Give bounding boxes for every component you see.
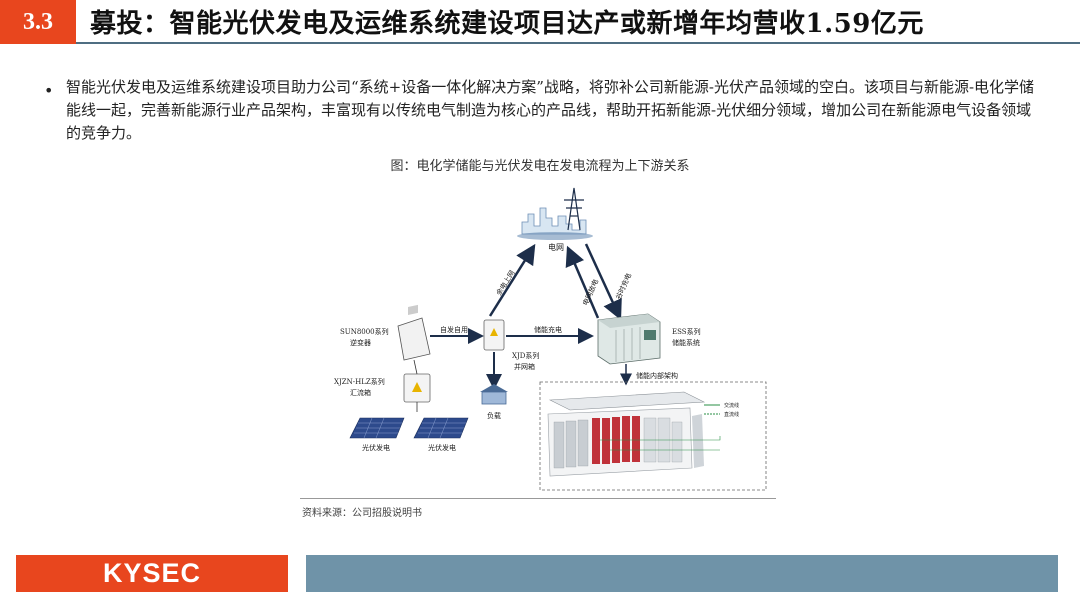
header-divider: [76, 42, 1080, 44]
grid-label: 电网: [548, 242, 564, 252]
source-divider: [300, 498, 776, 499]
solar-panel-icon-right: [413, 417, 469, 439]
source-note: 资料来源：公司招股说明书: [302, 508, 422, 519]
internal-architecture-frame: [539, 381, 767, 491]
bullet-marker: •: [44, 81, 54, 100]
page-title: 募投：智能光伏发电及运维系统建设项目达产或新增年均营收1.59亿元: [90, 9, 924, 39]
combiner-box-icon: [403, 373, 431, 403]
xjd-label-2: 并网箱: [514, 362, 535, 371]
ess-container-icon: [597, 313, 661, 365]
figure-caption: 图：电化学储能与光伏发电在发电流程为上下游关系: [390, 159, 690, 174]
xjd-label-1: XJD系列: [512, 351, 539, 360]
arrow-grid-discharge: [565, 245, 600, 319]
inverter-label-1: SUN8000系列: [340, 327, 389, 336]
connector-combiner-inverter: [413, 359, 418, 375]
pv-label-right: 光伏发电: [428, 443, 456, 452]
energy-flow-diagram: 电网 余电上网 电网放电 谷时充电 SUN8000系列 逆变器 自发自用 XJD…: [334, 187, 767, 491]
combiner-label-2: 汇流箱: [350, 388, 371, 397]
storage-charge-label: 储能充电: [534, 325, 562, 334]
ess-internal-illustration: [547, 391, 721, 477]
pv-label-left: 光伏发电: [362, 443, 390, 452]
arrow-power-to-grid: [488, 243, 536, 317]
internal-arch-label: 储能内部架构: [636, 371, 678, 380]
legend-dc-label: 直流线: [724, 411, 739, 418]
kysec-logo: KYSEC: [16, 555, 288, 592]
load-building-icon: [480, 384, 508, 405]
power-tower-icon: [564, 187, 584, 231]
legend-ac-label: 交流线: [724, 402, 739, 409]
self-use-label: 自发自用: [440, 325, 468, 334]
inverter-label-2: 逆变器: [350, 338, 371, 347]
inverter-icon: [397, 304, 431, 361]
ess-label-1: ESS系列: [672, 327, 701, 336]
section-number-badge: 3.3: [0, 0, 76, 44]
grid-charge-label: 谷时充电: [614, 272, 634, 301]
grid-connection-box-icon: [483, 319, 505, 351]
combiner-label-1: XJZN-HLZ系列: [334, 377, 385, 386]
load-label: 负载: [487, 411, 501, 420]
arrow-grid-charge: [584, 243, 622, 321]
grid-city-icon: [517, 207, 593, 240]
body-paragraph: 智能光伏发电及运维系统建设项目助力公司“系统+设备一体化解决方案”战略，将弥补公…: [66, 78, 1035, 142]
footer-bar: [306, 555, 1058, 592]
solar-panel-icon-left: [349, 417, 405, 439]
ess-label-2: 储能系统: [672, 338, 700, 347]
